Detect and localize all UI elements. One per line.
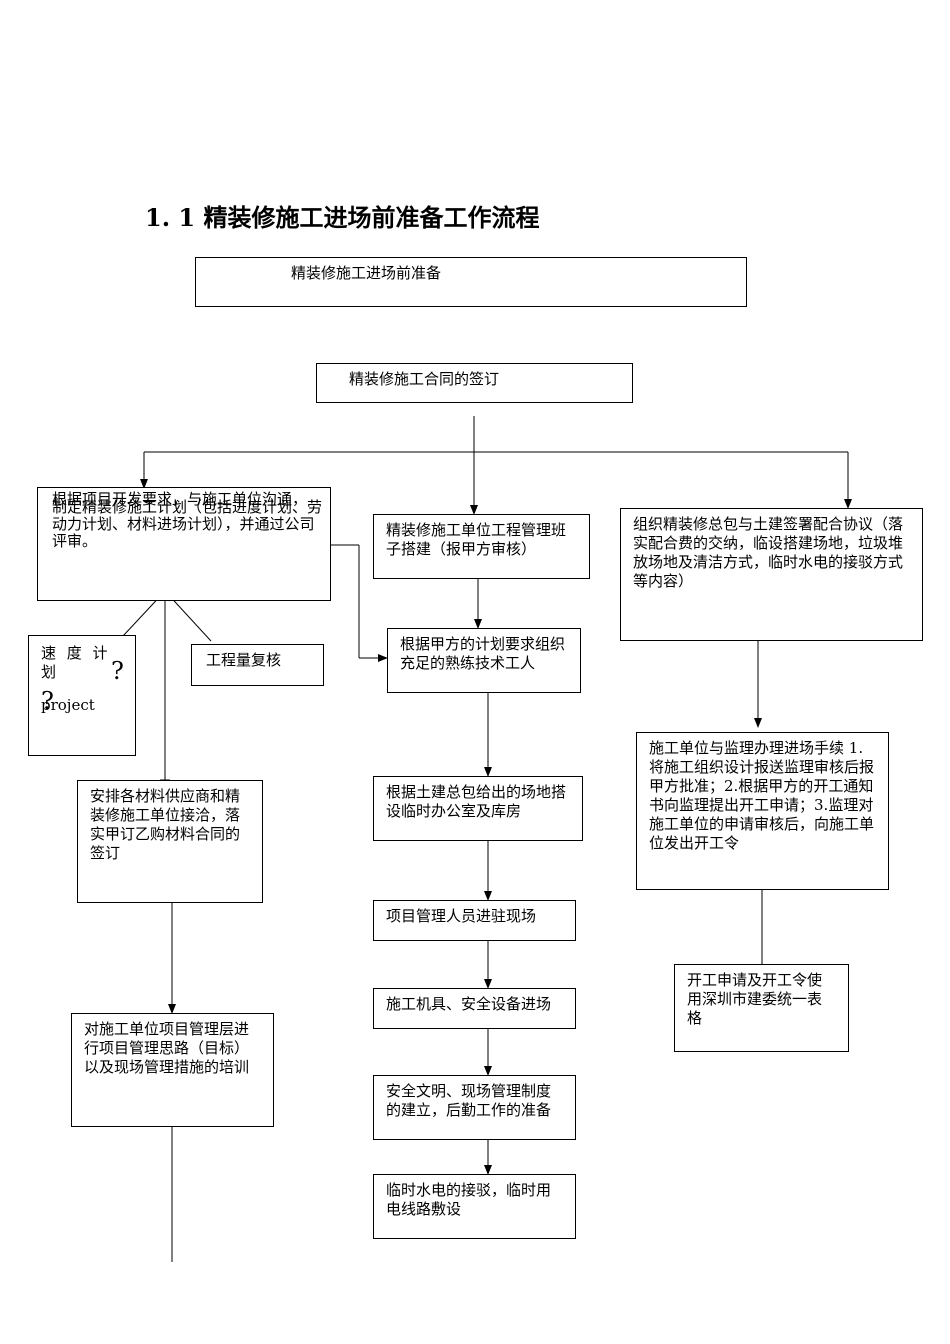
node-speed-plan: 速 度 计 划 project ? ? [28, 635, 136, 756]
node-contract: 精装修施工合同的签订 [316, 363, 633, 403]
node-staff-on-site: 项目管理人员进驻现场 [373, 900, 576, 941]
node-start-forms: 开工申请及开工令使用深圳市建委统一表格 [674, 964, 849, 1052]
node-quantity-check: 工程量复核 [191, 644, 324, 686]
node-equipment-label: 施工机具、安全设备进场 [386, 995, 552, 1013]
node-safety-rules: 安全文明、现场管理制度的建立，后勤工作的准备 [373, 1075, 576, 1140]
node-equipment: 施工机具、安全设备进场 [373, 988, 576, 1029]
question-mark-2: ? [41, 687, 54, 715]
node-workers-label: 根据甲方的计划要求组织充足的熟练技术工人 [400, 635, 566, 672]
node-quantity-check-label: 工程量复核 [206, 651, 282, 669]
node-schedule-plan: 根据项目开发要求，与施工单位沟通， 制定精装修施工计划（包括进度计划、劳动力计划… [37, 487, 331, 601]
node-suppliers: 安排各材料供应商和精装修施工单位接洽，落实甲订乙购材料合同的签订 [77, 780, 263, 903]
node-temp-utilities-label: 临时水电的接驳，临时用电线路敷设 [386, 1181, 552, 1218]
node-entry-procedures: 施工单位与监理办理进场手续 1.将施工组织设计报送监理审核后报甲方批准；2.根据… [636, 732, 889, 890]
node-schedule-plan-line-b: 制定精装修施工计划（包括进度计划、劳动力计划、材料进场计划），并通过公司评审。 [52, 498, 323, 550]
node-temp-utilities: 临时水电的接驳，临时用电线路敷设 [373, 1174, 576, 1239]
node-contract-label: 精装修施工合同的签订 [349, 370, 500, 388]
node-cooperation-agreement: 组织精装修总包与土建签署配合协议（落实配合费的交纳，临设搭建场地，垃圾堆放场地及… [620, 508, 923, 641]
node-management-team: 精装修施工单位工程管理班子搭建（报甲方审核） [373, 514, 590, 579]
node-prep-label: 精装修施工进场前准备 [291, 264, 442, 282]
node-speed-plan-label: 速 度 计 划 [41, 644, 111, 681]
node-staff-on-site-label: 项目管理人员进驻现场 [386, 907, 537, 925]
node-entry-procedures-label: 施工单位与监理办理进场手续 1.将施工组织设计报送监理审核后报甲方批准；2.根据… [649, 739, 875, 852]
node-workers: 根据甲方的计划要求组织充足的熟练技术工人 [387, 628, 581, 693]
node-management-team-label: 精装修施工单位工程管理班子搭建（报甲方审核） [386, 521, 567, 558]
question-mark-1: ? [111, 657, 124, 685]
node-safety-rules-label: 安全文明、现场管理制度的建立，后勤工作的准备 [386, 1082, 552, 1119]
node-start-forms-label: 开工申请及开工令使用深圳市建委统一表格 [687, 971, 823, 1027]
node-temp-office: 根据土建总包给出的场地搭设临时办公室及库房 [373, 776, 583, 841]
node-prep: 精装修施工进场前准备 [195, 257, 747, 307]
node-cooperation-agreement-label: 组织精装修总包与土建签署配合协议（落实配合费的交纳，临设搭建场地，垃圾堆放场地及… [633, 515, 904, 590]
node-training-label: 对施工单位项目管理层进行项目管理思路（目标）以及现场管理措施的培训 [84, 1020, 250, 1076]
page-title: 1. 1 精装修施工进场前准备工作流程 [145, 203, 540, 232]
node-suppliers-label: 安排各材料供应商和精装修施工单位接洽，落实甲订乙购材料合同的签订 [90, 787, 241, 862]
node-speed-plan-project: project [41, 696, 95, 714]
node-temp-office-label: 根据土建总包给出的场地搭设临时办公室及库房 [386, 783, 567, 820]
node-schedule-plan-line-a: 根据项目开发要求，与施工单位沟通， [52, 490, 308, 508]
node-training: 对施工单位项目管理层进行项目管理思路（目标）以及现场管理措施的培训 [71, 1013, 274, 1127]
